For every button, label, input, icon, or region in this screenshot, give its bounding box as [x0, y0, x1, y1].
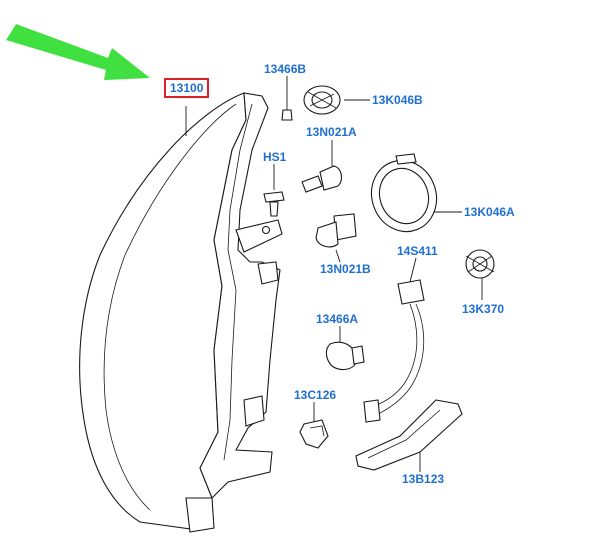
pointer-arrow — [6, 24, 150, 80]
socket-tabs — [307, 91, 337, 109]
bracket-hole — [261, 225, 271, 235]
callout-13K046B[interactable]: 13K046B — [372, 93, 423, 107]
pointer-arrow-shape — [6, 24, 150, 80]
socket-small-tabs — [465, 255, 495, 273]
screw-head — [263, 191, 285, 203]
bulb-13N021B[interactable] — [315, 213, 357, 248]
callout-13100[interactable]: 13100 — [164, 78, 210, 98]
ring-inner — [378, 167, 430, 225]
callout-13N021A[interactable]: 13N021A — [306, 125, 357, 139]
ring-tab — [395, 153, 417, 165]
harness-14S411[interactable] — [363, 279, 425, 423]
bracket-channel — [367, 409, 441, 459]
harness-terminal — [363, 399, 381, 423]
rear-tab-upper — [257, 261, 279, 285]
bulb-a-glass — [319, 165, 343, 191]
callout-13B123[interactable]: 13B123 — [402, 472, 445, 486]
bulb-13466A[interactable] — [325, 341, 365, 371]
screw-HS1[interactable] — [263, 191, 285, 217]
clip-body — [299, 419, 329, 449]
small-bulb-body — [281, 109, 293, 121]
bulb-b-glass — [315, 221, 339, 248]
frame-rib — [223, 103, 253, 461]
bulb-13N021A[interactable] — [301, 165, 343, 193]
clip-detail — [309, 425, 325, 437]
socket-13K370[interactable] — [465, 249, 495, 279]
callout-13N021B[interactable]: 13N021B — [320, 262, 371, 276]
amber-bulb-base — [351, 345, 365, 365]
headlamp-lens — [79, 92, 247, 531]
mount-bracket — [235, 219, 283, 253]
screw-shank — [269, 201, 279, 217]
harness-wire-1 — [369, 303, 418, 409]
bracket-body — [355, 399, 463, 471]
harness-connector — [397, 279, 425, 305]
callout-13K046A[interactable]: 13K046A — [464, 205, 515, 219]
bottom-foot — [185, 497, 215, 533]
harness-wire-2 — [377, 303, 425, 415]
leader-14S411 — [409, 257, 417, 283]
callout-HS1[interactable]: HS1 — [263, 150, 287, 164]
leader-13N021B — [335, 249, 341, 263]
rear-tab-lower — [243, 395, 265, 427]
callout-13466B[interactable]: 13466B — [264, 62, 307, 76]
callout-14S411[interactable]: 14S411 — [397, 244, 438, 258]
socket-13K046B[interactable] — [303, 85, 341, 115]
bulb-a-base — [301, 175, 323, 193]
clip-13C126[interactable] — [299, 419, 329, 449]
small-bulb-13466B[interactable] — [281, 109, 293, 121]
callout-13C126[interactable]: 13C126 — [294, 388, 337, 402]
callout-13466A[interactable]: 13466A — [316, 312, 359, 326]
lens-inner-edge — [103, 103, 237, 511]
amber-bulb-glass — [325, 341, 357, 371]
ring-13K046A[interactable] — [362, 151, 447, 241]
callout-13K370[interactable]: 13K370 — [462, 302, 505, 316]
headlamp-housing[interactable] — [79, 92, 283, 533]
bracket-13B123[interactable] — [355, 399, 463, 471]
